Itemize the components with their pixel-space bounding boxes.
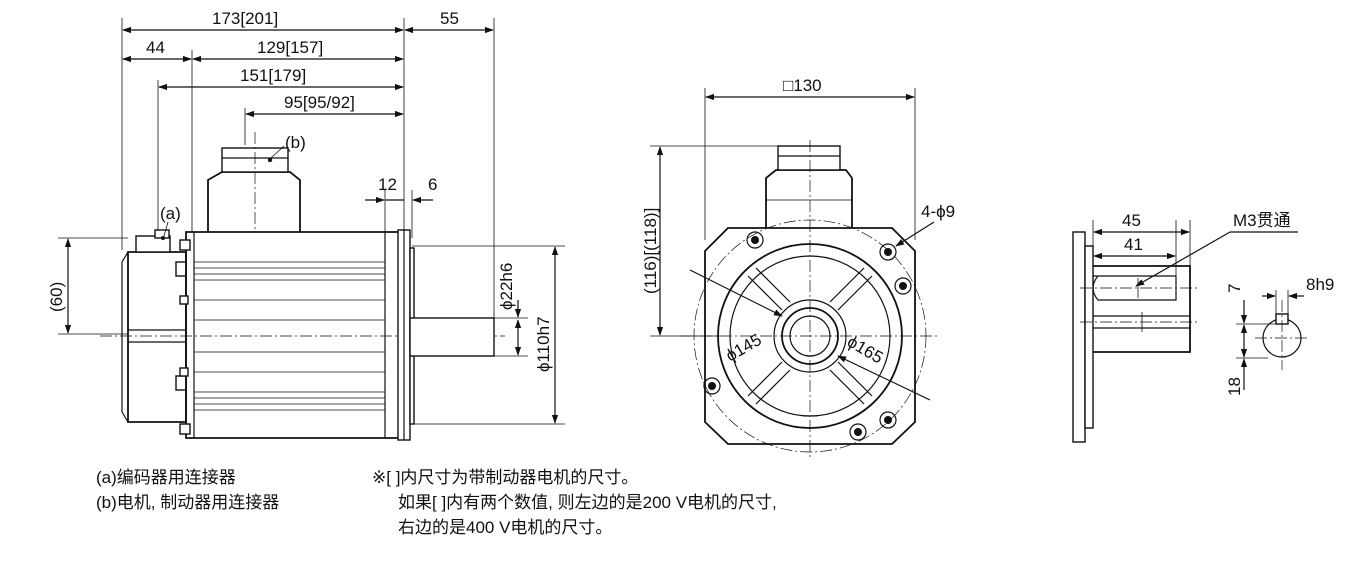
dim-key-8h9: 8h9	[1306, 275, 1334, 294]
dim-6: 6	[428, 175, 437, 194]
bracket-notes: ※[ ]内尺寸为带制动器电机的尺寸。 如果[ ]内有两个数值, 则左边的是200…	[372, 465, 777, 540]
dim-18: 18	[1225, 377, 1244, 396]
note-bracket-meaning: ※[ ]内尺寸为带制动器电机的尺寸。	[372, 468, 639, 487]
dim-45: 45	[1122, 211, 1141, 230]
dim-7: 7	[1225, 284, 1244, 293]
dim-12: 12	[378, 175, 397, 194]
dim-151: 151[179]	[240, 66, 306, 85]
dim-overall-length: 173[201]	[212, 9, 278, 28]
dim-shaft-length: 55	[440, 9, 459, 28]
dim-129: 129[157]	[257, 38, 323, 57]
dim-95: 95[95/92]	[284, 93, 355, 112]
label-m3-through: M3贯通	[1233, 211, 1291, 230]
dim-4-holes: 4-ϕ9	[921, 202, 955, 221]
dim-front-height: (116)[(118)]	[641, 208, 660, 294]
dim-shaft-diameter: ϕ22h6	[497, 263, 516, 310]
shaft-view	[1072, 220, 1310, 443]
dim-44: 44	[146, 38, 165, 57]
spokes	[747, 267, 873, 405]
note-400v: 右边的是400 V电机的尺寸。	[398, 518, 613, 537]
side-view	[58, 18, 565, 441]
front-view	[650, 88, 940, 460]
dim-60: (60)	[47, 282, 66, 312]
bolt-holes	[703, 231, 912, 441]
label-a: (a)	[160, 204, 181, 223]
note-two-values: 如果[ ]内有两个数值, 则左边的是200 V电机的尺寸,	[398, 493, 777, 512]
note-encoder-connector: (a)编码器用连接器	[96, 468, 236, 487]
dim-square-130: □130	[783, 76, 822, 95]
body-fins	[194, 261, 385, 411]
note-motor-brake-connector: (b)电机, 制动器用连接器	[96, 493, 280, 512]
dim-41: 41	[1124, 235, 1143, 254]
dim-phi-145: ϕ145	[723, 330, 765, 365]
connector-notes: (a)编码器用连接器 (b)电机, 制动器用连接器	[96, 465, 279, 515]
label-b: (b)	[285, 133, 306, 152]
dim-pilot-diameter: ϕ110h7	[534, 316, 553, 372]
